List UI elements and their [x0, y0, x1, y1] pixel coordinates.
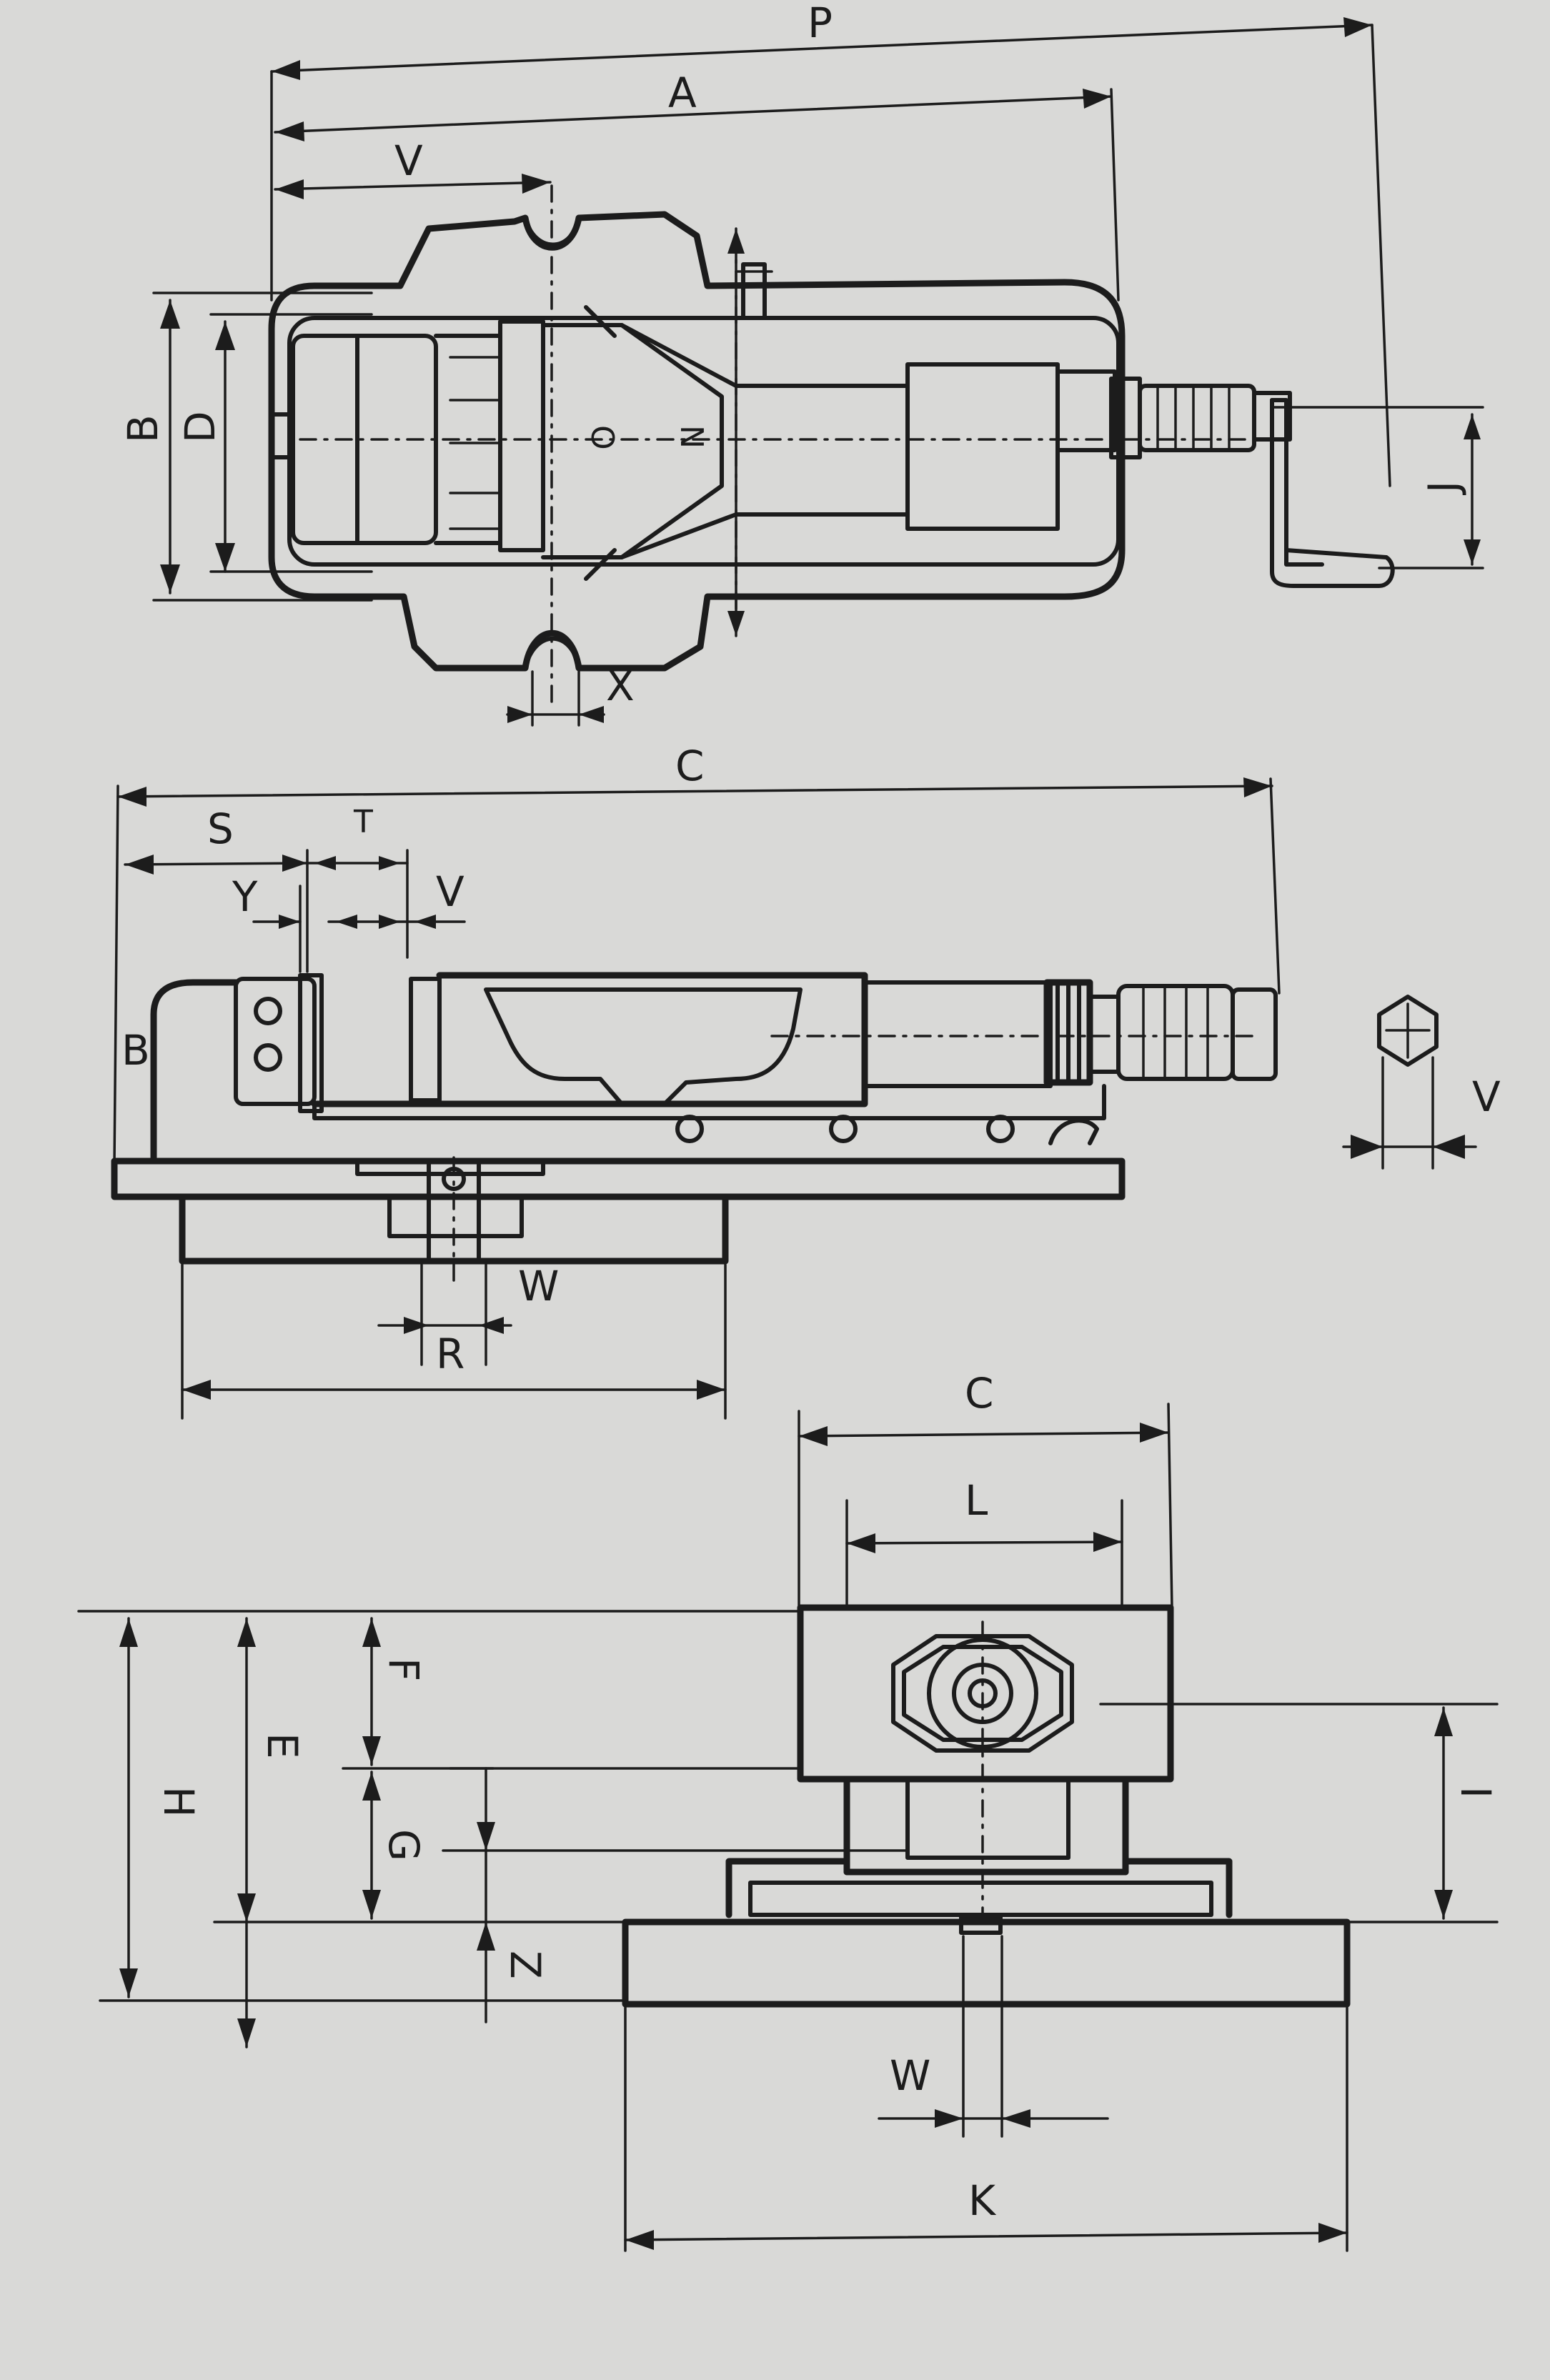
dim-y: Y	[232, 872, 302, 973]
label-v-hex: V	[1472, 1072, 1501, 1121]
dim-c-end: C	[798, 1369, 1173, 1609]
label-p: P	[808, 0, 833, 47]
end-view: C L	[77, 1369, 1500, 2252]
dim-k: K	[624, 2006, 1348, 2252]
dim-s: S	[124, 805, 309, 973]
vise-body-end	[622, 1604, 1499, 2008]
label-h: H	[154, 1786, 203, 1818]
label-a: A	[668, 69, 697, 117]
label-n: N	[673, 425, 710, 449]
dim-x: X	[506, 662, 635, 727]
dim-j: J	[1271, 406, 1484, 569]
dim-p: P	[270, 0, 1391, 487]
dim-z: Z	[477, 1767, 550, 2023]
label-e: E	[258, 1733, 307, 1759]
dim-t: T	[306, 804, 409, 959]
dim-l: L	[845, 1476, 1123, 1609]
label-x: X	[606, 662, 635, 710]
dim-w-end: W	[878, 1935, 1109, 2138]
hex-detail: V	[1342, 995, 1501, 1170]
label-b-side: B	[121, 1026, 150, 1075]
dim-c-side: C	[113, 742, 1281, 1166]
side-view: C S T Y V	[111, 742, 1281, 1420]
label-r: R	[436, 1330, 464, 1378]
label-w-end: W	[890, 2051, 930, 2100]
label-c-side: C	[675, 742, 705, 790]
label-f: F	[379, 1658, 428, 1681]
label-s: S	[207, 805, 234, 853]
dim-v-side: V	[327, 867, 466, 929]
label-v-side: V	[436, 867, 464, 916]
label-l: L	[965, 1476, 988, 1525]
dim-a: A	[274, 69, 1120, 302]
label-o: O	[584, 425, 620, 450]
dim-w-side: W	[377, 1262, 559, 1334]
dim-d: D	[176, 313, 373, 573]
dim-h: H	[119, 1617, 203, 1998]
vise-body-top: O N	[268, 184, 1395, 709]
top-view: P A V B	[119, 0, 1484, 727]
label-c-end: C	[965, 1369, 994, 1418]
label-b-top: B	[119, 414, 167, 443]
label-z: Z	[501, 1951, 550, 1979]
label-t: T	[353, 804, 373, 840]
label-w-side: W	[518, 1262, 559, 1310]
dim-v-top: V	[274, 136, 552, 199]
dim-f: F	[362, 1617, 428, 1766]
label-k: K	[968, 2176, 997, 2225]
label-j: J	[1419, 481, 1468, 495]
dim-base-width	[181, 1263, 727, 1420]
dim-r: R	[420, 1263, 487, 1378]
label-i: I	[1451, 1786, 1500, 1798]
dim-i: I	[1434, 1706, 1500, 1920]
vise-body-side	[111, 972, 1278, 1288]
label-g: G	[379, 1829, 428, 1861]
label-v-top: V	[394, 136, 423, 185]
dim-b-top: B	[119, 292, 373, 602]
dim-g: G	[362, 1771, 428, 1920]
dim-e: E	[237, 1617, 307, 2048]
label-d: D	[176, 411, 224, 443]
label-y: Y	[232, 872, 258, 921]
